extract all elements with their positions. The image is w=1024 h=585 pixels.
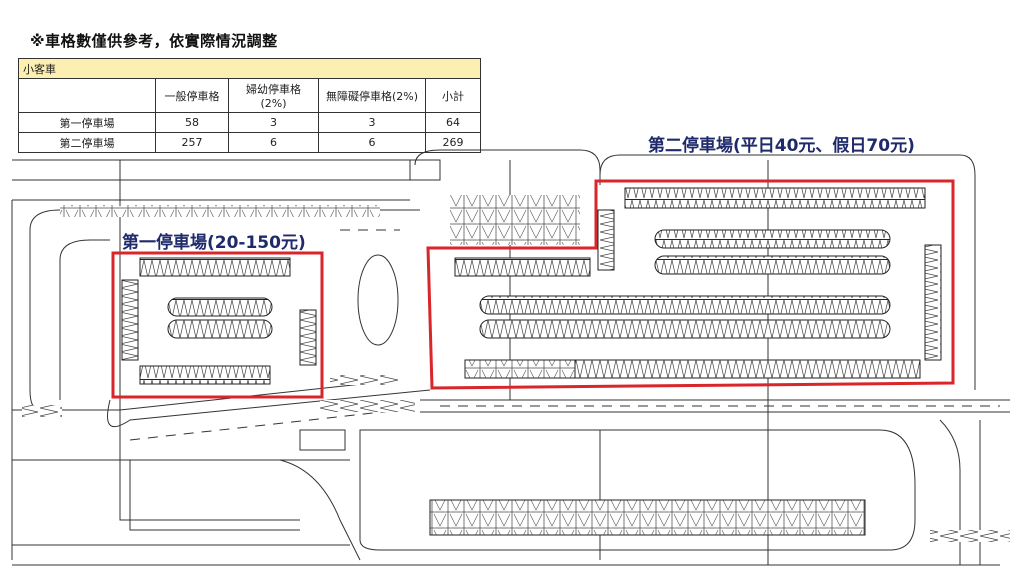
lot2-island2-top [479,295,891,315]
table-header-blank [18,78,156,113]
bus-stalls [450,195,580,245]
lot2-stalls-bottom [574,359,921,379]
parking-count-table: 小客車 一般停車格 婦幼停車格(2%) 無障礙停車格(2%) 小計 第一停車場 … [18,58,481,153]
lot2-island1-bottom [654,255,891,275]
table-header-family: 婦幼停車格(2%) [228,78,319,113]
row-accessible: 6 [318,132,426,153]
lot1-stalls-island-bottom [167,319,273,339]
lot1-stalls-right [299,309,317,366]
roadside-stalls [60,205,380,217]
table-row: 第二停車場 257 6 6 269 [18,132,481,153]
table-header-accessible: 無障礙停車格(2%) [318,78,426,113]
table-category: 小客車 [18,58,481,79]
road-outlines [11,149,1010,566]
lot2-label: 第二停車場(平日40元、假日70元) [648,136,915,156]
lot2-island1-top [654,229,891,249]
lot2-highlight [426,179,955,390]
crosswalks [22,375,1010,542]
lot2-stalls-right [924,244,942,361]
row-subtotal: 269 [425,132,481,153]
lot1-stalls-top [139,257,291,277]
lot2-accessible-stalls [464,359,576,379]
table-header-subtotal: 小計 [425,78,481,113]
bus-parking-stalls [429,499,866,536]
lot1-stalls-island-top [167,297,273,317]
lane-markings [129,229,1000,441]
table-header-general: 一般停車格 [155,78,229,113]
lot1-label: 第一停車場(20-150元) [122,233,306,253]
lot2-stalls-left-top [454,257,591,277]
lot1-accessible-stalls [121,279,139,361]
lot1-highlight [111,251,324,399]
lot1-stalls-bottom [139,365,271,385]
lot2-stalls-top [624,187,926,209]
lot2-island2-bottom [479,319,891,339]
row-family: 6 [228,132,319,153]
lot2-stalls-connector [597,209,615,271]
disclaimer-note: ※車格數僅供參考，依實際情況調整 [30,32,278,50]
row-lot-name: 第二停車場 [18,132,156,153]
